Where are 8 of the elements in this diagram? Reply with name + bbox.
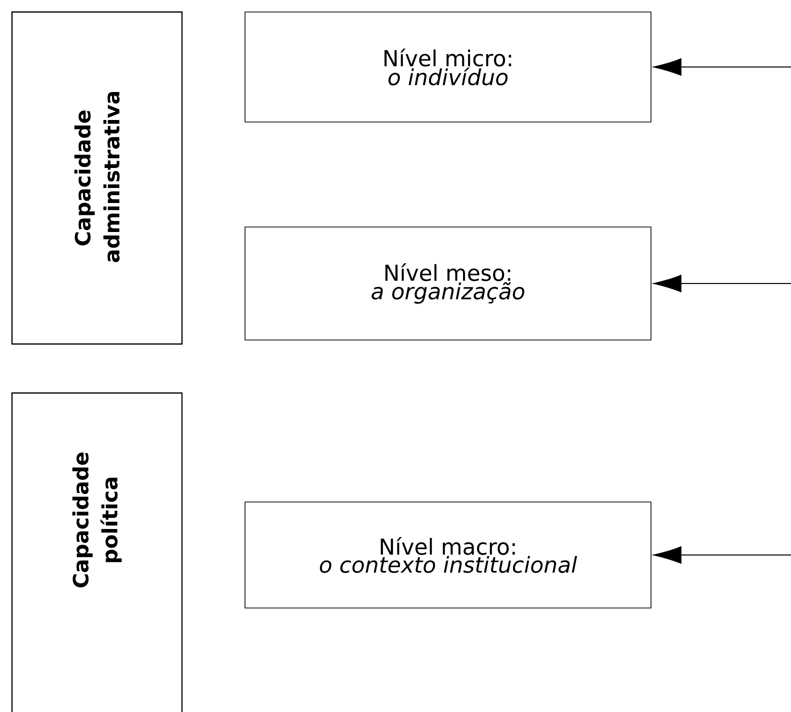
arrow [653,58,791,76]
level-box: Nível macro: o contexto institucional [244,502,652,608]
arrow [653,546,791,564]
side-panel: Capacidade administrativa [11,11,183,345]
level-box: Nível micro: o indivíduo [244,12,652,122]
level-box: Nível meso: a organização [244,226,652,340]
side-panel: Capacidade política [11,392,183,712]
arrow [653,274,791,292]
